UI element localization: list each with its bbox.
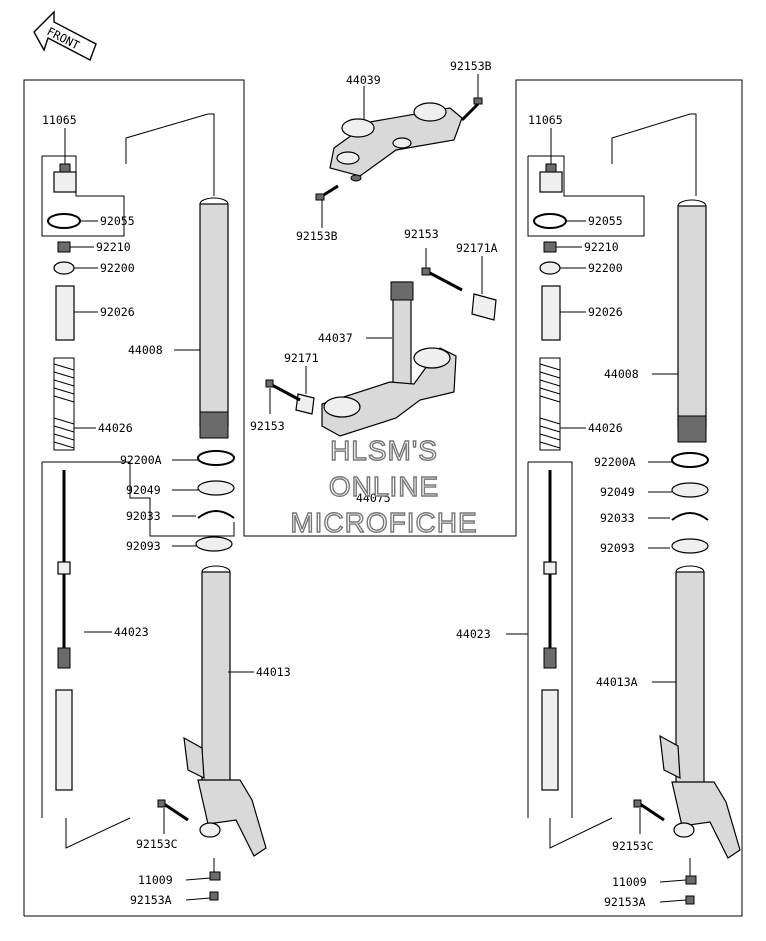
front-arrow: FRONT	[33, 10, 97, 61]
right-fork: 11065 92055 92210 92200 92026 44008 4402…	[456, 113, 741, 909]
label-92153C-right: 92153C	[612, 839, 654, 853]
label-92153-left-center: 92153	[250, 419, 285, 433]
label-92093-left: 92093	[126, 539, 161, 553]
label-92049-left: 92049	[126, 483, 161, 497]
label-44023-right: 44023	[456, 627, 491, 641]
label-11009-left: 11009	[138, 873, 173, 887]
label-44075: 44075	[356, 491, 391, 505]
label-44039: 44039	[346, 73, 381, 87]
label-11065-right: 11065	[528, 113, 563, 127]
bolt-92153B-bottom	[315, 184, 339, 201]
label-92200-right: 92200	[588, 261, 623, 275]
fork-cap-11065-right	[539, 163, 563, 193]
label-92055-right: 92055	[588, 214, 623, 228]
label-92200A-right: 92200A	[594, 455, 636, 469]
label-92153B-top: 92153B	[450, 59, 492, 73]
label-92026-right: 92026	[588, 305, 623, 319]
label-92200-left: 92200	[100, 261, 135, 275]
upper-bracket-44039	[329, 102, 463, 182]
watermark-line-3: MICROFICHE	[290, 507, 477, 538]
bracket-92171	[295, 366, 315, 415]
label-44008-right: 44008	[604, 367, 639, 381]
label-92210-right: 92210	[584, 240, 619, 254]
label-44013A-right: 44013A	[596, 675, 638, 689]
label-44008-left: 44008	[128, 343, 163, 357]
label-92026-left: 92026	[100, 305, 135, 319]
label-11065-left: 11065	[42, 113, 77, 127]
label-92200A-left: 92200A	[120, 453, 162, 467]
label-44026-left: 44026	[98, 421, 133, 435]
outer-tube-44008-right	[677, 199, 707, 443]
label-92093-right: 92093	[600, 541, 635, 555]
label-44013-left: 44013	[256, 665, 291, 679]
label-92033-left: 92033	[126, 509, 161, 523]
label-92153-center: 92153	[404, 227, 439, 241]
fork-cap-11065-left	[53, 163, 77, 193]
left-fork: 11065 92055 92210 92200 92026 44008 4402…	[41, 113, 291, 907]
outer-tube-44008-left	[199, 197, 229, 439]
watermark: HLSM'S ONLINE MICROFICHE	[290, 434, 478, 538]
label-92153C-left: 92153C	[136, 837, 178, 851]
label-92153B-bottom: 92153B	[296, 229, 338, 243]
label-92171A: 92171A	[456, 241, 498, 255]
bracket-92171A	[471, 256, 497, 321]
inner-tube-44013A-right	[659, 565, 741, 859]
bolt-92153-left-center	[265, 379, 301, 414]
watermark-line-2: ONLINE	[329, 471, 439, 502]
label-44037: 44037	[318, 331, 353, 345]
inner-tube-44013-left	[183, 565, 267, 857]
bolt-92153-center	[421, 248, 463, 292]
label-44023-left: 44023	[114, 625, 149, 639]
label-92171: 92171	[284, 351, 319, 365]
steering-stem-44037	[321, 281, 457, 437]
label-44026-right: 44026	[588, 421, 623, 435]
label-92153A-left: 92153A	[130, 893, 172, 907]
label-92055-left: 92055	[100, 214, 135, 228]
label-92210-left: 92210	[96, 240, 131, 254]
label-92049-right: 92049	[600, 485, 635, 499]
watermark-line-1: HLSM'S	[330, 435, 438, 466]
bolt-92153B-top	[460, 97, 483, 122]
label-92033-right: 92033	[600, 511, 635, 525]
label-92153A-right: 92153A	[604, 895, 646, 909]
label-11009-right: 11009	[612, 875, 647, 889]
left-assembly-frame	[23, 79, 743, 917]
